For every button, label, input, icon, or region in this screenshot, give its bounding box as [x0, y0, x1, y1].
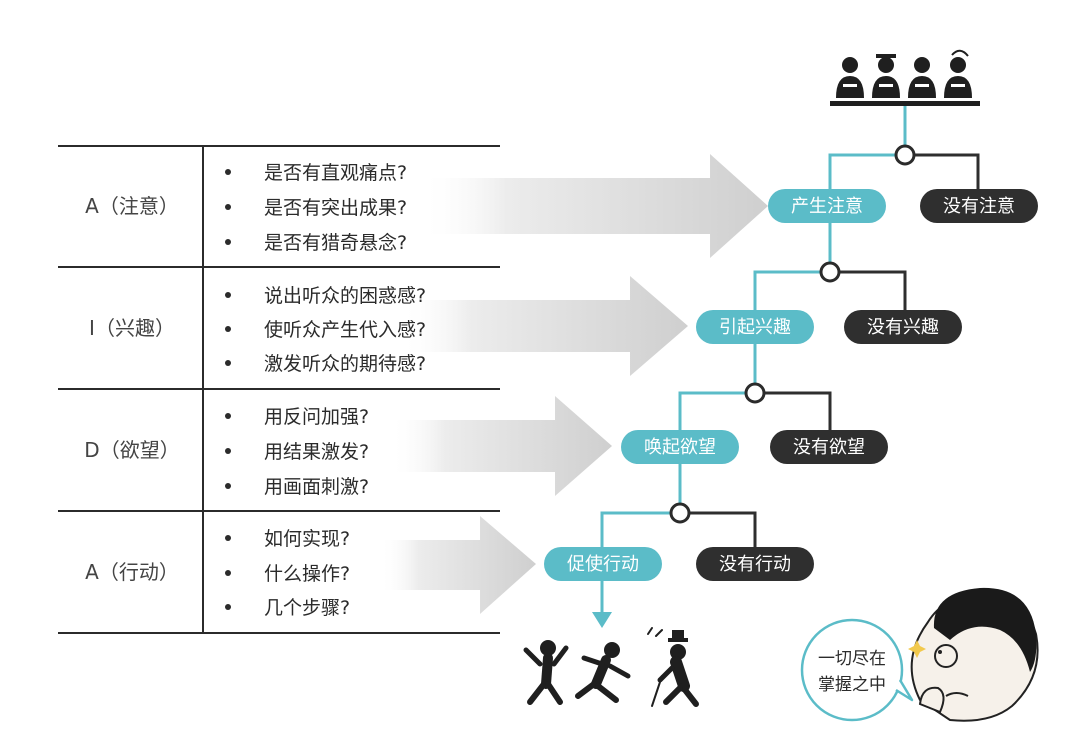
speech-bubble-line: 掌握之中: [818, 675, 886, 695]
thinking-man-icon: [908, 587, 1039, 722]
pill-no-label: 没有注意: [943, 196, 1015, 217]
question-item: 几个步骤?: [264, 597, 350, 619]
speech-bubble-line: 一切尽在: [818, 649, 886, 669]
question-item: 用画面刺激?: [264, 476, 369, 498]
pill-no-label: 没有行动: [719, 554, 791, 575]
junction-nodes: [669, 144, 916, 524]
stage-label: A（行动）: [85, 560, 179, 584]
question-item: 激发听众的期待感?: [264, 353, 426, 375]
question-item: 用结果激发?: [264, 441, 369, 463]
pill-yes-label: 引起兴趣: [719, 317, 791, 338]
pill-yes-label: 促使行动: [567, 554, 639, 575]
pill-no: [920, 189, 1038, 223]
question-item: 使听众产生代入感?: [264, 319, 426, 341]
stage-table: [58, 145, 500, 634]
flow-connectors: [600, 106, 980, 618]
stage-label: I（兴趣）: [89, 316, 175, 340]
stage-label: A（注意）: [85, 194, 179, 218]
pill-yes: [621, 430, 739, 464]
speech-bubble: 一切尽在 掌握之中: [800, 618, 914, 722]
arrow-attention: [420, 154, 768, 258]
pill-no: [770, 430, 888, 464]
question-item: 是否有突出成果?: [264, 197, 407, 219]
stage-label: D（欲望）: [84, 438, 179, 462]
pill-yes-label: 唤起欲望: [644, 437, 716, 458]
pill-no-label: 没有兴趣: [867, 317, 939, 338]
stage-row-interest: I（兴趣） 说出听众的困惑感? 使听众产生代入感? 激发听众的期待感?: [89, 285, 426, 375]
flow-arrows: [380, 154, 768, 614]
arrow-interest: [400, 276, 688, 376]
flow-pills: 产生注意 没有注意 引起兴趣 没有兴趣 唤起欲望 没有欲望 促使行动 没有行动: [544, 189, 1038, 581]
pill-yes: [544, 547, 662, 581]
stage-row-attention: A（注意） 是否有直观痛点? 是否有突出成果? 是否有猎奇悬念?: [85, 162, 407, 254]
arrow-desire: [390, 396, 612, 496]
pill-no: [696, 547, 814, 581]
down-arrow-icon: [592, 612, 612, 628]
pill-yes-label: 产生注意: [791, 196, 863, 217]
pill-yes: [768, 189, 886, 223]
audience-icon: [830, 49, 980, 106]
stage-row-desire: D（欲望） 用反问加强? 用结果激发? 用画面刺激?: [84, 406, 369, 498]
question-item: 用反问加强?: [264, 406, 369, 428]
arrow-action: [380, 516, 536, 614]
question-item: 说出听众的困惑感?: [264, 285, 426, 307]
question-item: 什么操作?: [264, 563, 350, 585]
question-item: 是否有猎奇悬念?: [264, 231, 407, 254]
running-figures-icon: [523, 627, 699, 707]
question-item: 如何实现?: [264, 528, 350, 550]
pill-no-label: 没有欲望: [793, 437, 865, 458]
pill-no: [844, 310, 962, 344]
question-item: 是否有直观痛点?: [264, 162, 407, 184]
pill-yes: [696, 310, 814, 344]
stage-row-action: A（行动） 如何实现? 什么操作? 几个步骤?: [85, 528, 350, 619]
